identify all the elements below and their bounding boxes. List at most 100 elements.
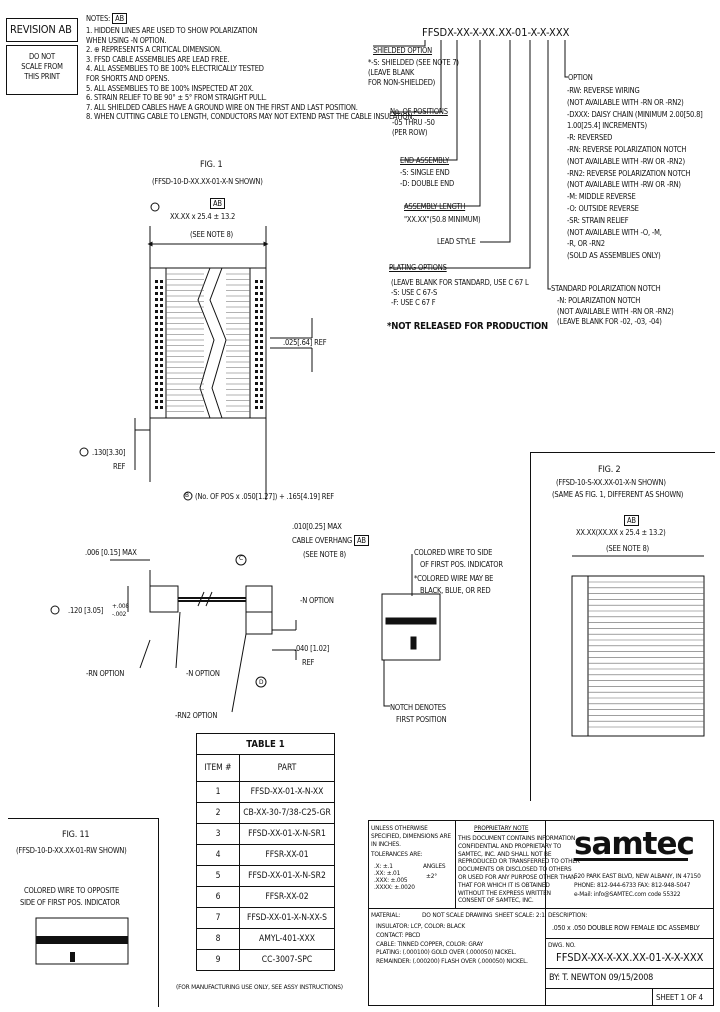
- shielded-option-line: *-S: SHIELDED (SEE NOTE 7): [368, 58, 459, 67]
- side-n-option-right: -N OPTION: [300, 596, 334, 605]
- fig1-pin: [155, 376, 158, 379]
- fig1-pin: [260, 298, 263, 301]
- fig1-pin: [260, 334, 263, 337]
- proprietary-line: SAMTEC, INC. AND SHALL NOT BE: [458, 849, 552, 858]
- note-line: 2. ⊕ REPRESENTS A CRITICAL DIMENSION.: [86, 45, 222, 55]
- fig1-pin: [260, 328, 263, 331]
- leader-polarization: [547, 40, 551, 290]
- colored-wire-line4: BLACK, BLUE, OR RED: [420, 586, 491, 595]
- fig1-extension-lines: [149, 226, 267, 270]
- fig11-title: FIG. 11: [62, 830, 90, 840]
- fig1-pin: [260, 310, 263, 313]
- fig1-pin: [255, 346, 258, 349]
- title-block-divider-h4: [545, 988, 714, 989]
- tolerance-angle-value: ±2°: [426, 872, 437, 880]
- leader-shielded: [373, 40, 426, 47]
- plating-option-line: (LEAVE BLANK FOR STANDARD, USE C 67 L: [391, 278, 529, 287]
- material-line: CABLE: TINNED COPPER, COLOR: GRAY: [376, 939, 483, 948]
- proprietary-line: CONFIDENTIAL AND PROPRIETARY TO: [458, 841, 562, 850]
- side-left-connector: [149, 585, 179, 613]
- fig1-pin: [160, 280, 163, 283]
- notes-header: NOTES: AB: [86, 13, 127, 24]
- fig1-pin: [255, 304, 258, 307]
- fig1-pin: [260, 316, 263, 319]
- fig1-pin: [155, 358, 158, 361]
- fig1-pin: [255, 340, 258, 343]
- fig11-pin-row: [36, 936, 128, 944]
- fig1-pin: [155, 322, 158, 325]
- overhang-text: CABLE OVERHANG: [292, 536, 353, 545]
- fig1-critical-symbol: [150, 202, 160, 212]
- company-line: e-Mail: info@SAMTEC.com code 55322: [574, 890, 681, 898]
- fig1-pin: [155, 400, 158, 403]
- fig1-pin: [155, 280, 158, 283]
- fig1-pin: [260, 346, 263, 349]
- fig2-drawing: [571, 555, 705, 737]
- material-label: MATERIAL:: [371, 911, 401, 919]
- fig1-pin: [160, 388, 163, 391]
- tolerance-line: .XXX: ±.005: [374, 876, 408, 884]
- fig1-pin: [260, 364, 263, 367]
- material-line: PLATING: (.000100) GOLD OVER (.000050) N…: [376, 948, 517, 957]
- fig1-pin: [160, 310, 163, 313]
- material-line: REMAINDER: (.000200) FLASH OVER (.000050…: [376, 957, 528, 966]
- tolerance-line: .XX: ±.01: [374, 869, 401, 877]
- fig1-pin: [155, 340, 158, 343]
- dwg-label: DWG. NO.: [548, 941, 576, 949]
- fig1-pin: [155, 382, 158, 385]
- fig1-pin: [160, 364, 163, 367]
- colored-wire-line3: *COLORED WIRE MAY BE: [414, 574, 494, 583]
- title-block-divider-h3: [545, 968, 714, 969]
- proprietary-line: THIS DOCUMENT CONTAINS INFORMATION: [458, 834, 576, 842]
- option-line: -RN: REVERSE POLARIZATION NOTCH: [567, 145, 687, 154]
- fig1-pin: [155, 328, 158, 331]
- option-line: (NOT AVAILABLE WITH -RW OR -RN2): [567, 156, 685, 166]
- positions-line: -05 THRU -50: [392, 118, 435, 127]
- fig11-body: [35, 917, 129, 965]
- option-line: -DXXX: DAISY CHAIN (MINIMUM 2.00[50.8]: [567, 109, 703, 119]
- overhang-line1: .010[0.25] MAX: [292, 522, 342, 531]
- colored-wire-connector: [381, 554, 441, 707]
- do-not-scale-text: DO NOT SCALE FROM THIS PRINT: [21, 52, 63, 81]
- fig1-pin: [260, 370, 263, 373]
- fig1-pin: [160, 400, 163, 403]
- fig1-pin: [160, 346, 163, 349]
- side-dims-right: [272, 620, 297, 660]
- lead-style-label: LEAD STYLE: [437, 237, 476, 246]
- fig2-outline: [571, 575, 705, 737]
- side-right-connector: [245, 585, 273, 613]
- fig1-pin: [260, 406, 263, 409]
- side-dim-top: .006 [0.15] MAX: [85, 548, 137, 557]
- tolerance-label: TOLERANCES ARE:: [371, 850, 423, 858]
- revision-box: REVISION AB: [6, 18, 78, 42]
- fig1-pin: [160, 298, 163, 301]
- table1-header-part: PART: [239, 754, 335, 782]
- option-line: 1.00[25.4] INCREMENTS): [567, 121, 647, 131]
- option-line: (NOT AVAILABLE WITH -RN OR -RN2): [567, 97, 684, 107]
- fig1-wires: [166, 273, 250, 412]
- description-label: DESCRIPTION:: [548, 911, 588, 919]
- plating-option-line: -F: USE C 67 F: [391, 298, 436, 307]
- option-line: -O: OUTSIDE REVERSE: [567, 204, 639, 213]
- fig1-pin: [255, 370, 258, 373]
- material-line: CONTACT: PBCD: [376, 930, 421, 939]
- fig1-pin: [260, 382, 263, 385]
- title-block-divider-v3: [652, 988, 653, 1006]
- fig1-pin: [155, 370, 158, 373]
- fig1-pin: [155, 304, 158, 307]
- fig1-critical-symbol-3: [183, 491, 193, 501]
- side-critical-symbol: [50, 605, 60, 615]
- fig1-pin: [260, 352, 263, 355]
- side-dim-right2: REF: [302, 658, 315, 667]
- proprietary-line: CONSENT OF SAMTEC, INC.: [458, 896, 534, 905]
- fig11-label1: COLORED WIRE TO OPPOSITE: [24, 886, 120, 895]
- leader-plating: [389, 40, 531, 269]
- fig1-dim-ref2: REF: [113, 462, 126, 471]
- callout-c-circle: [235, 554, 247, 566]
- notes-header-text: NOTES:: [86, 14, 111, 23]
- fig1-dim-note: (SEE NOTE 8): [190, 230, 233, 239]
